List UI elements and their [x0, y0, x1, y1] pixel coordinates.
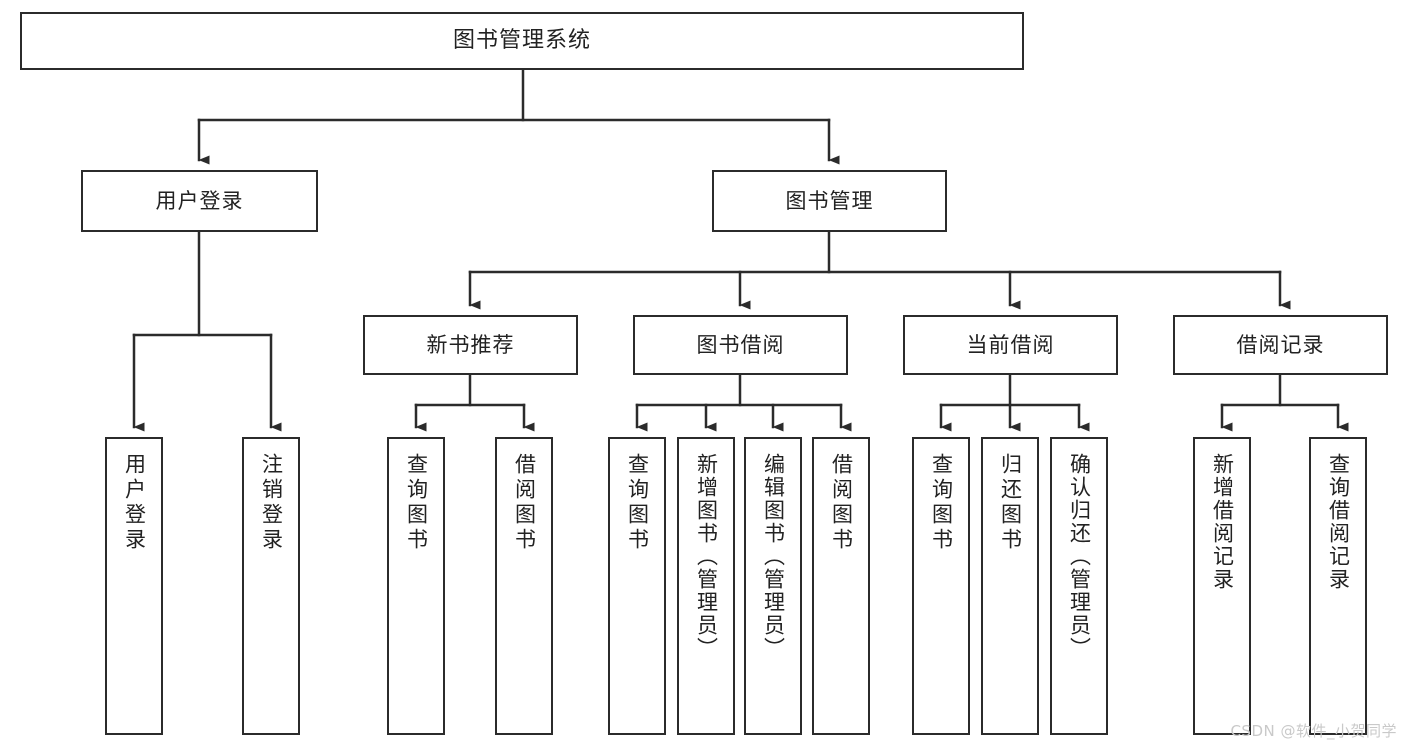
- node-leaf-add-record[interactable]: 新增借阅记录: [1193, 437, 1251, 735]
- node-leaf-return-book-label: 归还图书: [998, 453, 1023, 553]
- node-leaf-add-book-label: 新增图书（管理员）: [694, 453, 719, 660]
- node-current-borrow[interactable]: 当前借阅: [903, 315, 1118, 375]
- node-book-borrow[interactable]: 图书借阅: [633, 315, 848, 375]
- node-root-label: 图书管理系统: [452, 28, 591, 54]
- node-root[interactable]: 图书管理系统: [20, 12, 1024, 70]
- node-user-login[interactable]: 用户登录: [81, 170, 318, 232]
- node-new-book-recommend[interactable]: 新书推荐: [363, 315, 578, 375]
- node-book-manage-label: 图书管理: [785, 188, 874, 213]
- node-leaf-user-logout-label: 注销登录: [259, 453, 284, 553]
- node-borrow-record-label: 借阅记录: [1236, 332, 1325, 357]
- node-leaf-query-record[interactable]: 查询借阅记录: [1309, 437, 1367, 735]
- node-current-borrow-label: 当前借阅: [966, 332, 1055, 357]
- node-book-borrow-label: 图书借阅: [696, 332, 785, 357]
- node-leaf-query-book-2[interactable]: 查询图书: [608, 437, 666, 735]
- node-leaf-confirm-return[interactable]: 确认归还（管理员）: [1050, 437, 1108, 735]
- node-leaf-borrow-book-2[interactable]: 借阅图书: [812, 437, 870, 735]
- node-leaf-query-book-2-label: 查询图书: [625, 453, 650, 553]
- node-leaf-query-book-3-label: 查询图书: [929, 453, 954, 553]
- node-leaf-query-book-3[interactable]: 查询图书: [912, 437, 970, 735]
- node-leaf-edit-book-label: 编辑图书（管理员）: [761, 453, 786, 660]
- node-leaf-borrow-book-1-label: 借阅图书: [512, 453, 537, 553]
- node-leaf-query-book-1[interactable]: 查询图书: [387, 437, 445, 735]
- node-leaf-return-book[interactable]: 归还图书: [981, 437, 1039, 735]
- node-leaf-user-login[interactable]: 用户登录: [105, 437, 163, 735]
- node-leaf-borrow-book-1[interactable]: 借阅图书: [495, 437, 553, 735]
- node-borrow-record[interactable]: 借阅记录: [1173, 315, 1388, 375]
- node-book-manage[interactable]: 图书管理: [712, 170, 947, 232]
- node-leaf-add-record-label: 新增借阅记录: [1210, 453, 1235, 591]
- node-leaf-user-logout[interactable]: 注销登录: [242, 437, 300, 735]
- node-user-login-label: 用户登录: [155, 188, 244, 213]
- node-new-book-recommend-label: 新书推荐: [426, 332, 515, 357]
- node-leaf-query-book-1-label: 查询图书: [404, 453, 429, 553]
- node-leaf-borrow-book-2-label: 借阅图书: [829, 453, 854, 553]
- node-leaf-edit-book[interactable]: 编辑图书（管理员）: [744, 437, 802, 735]
- node-leaf-add-book[interactable]: 新增图书（管理员）: [677, 437, 735, 735]
- node-leaf-user-login-label: 用户登录: [122, 453, 147, 553]
- node-leaf-confirm-return-label: 确认归还（管理员）: [1067, 453, 1092, 660]
- node-leaf-query-record-label: 查询借阅记录: [1326, 453, 1351, 591]
